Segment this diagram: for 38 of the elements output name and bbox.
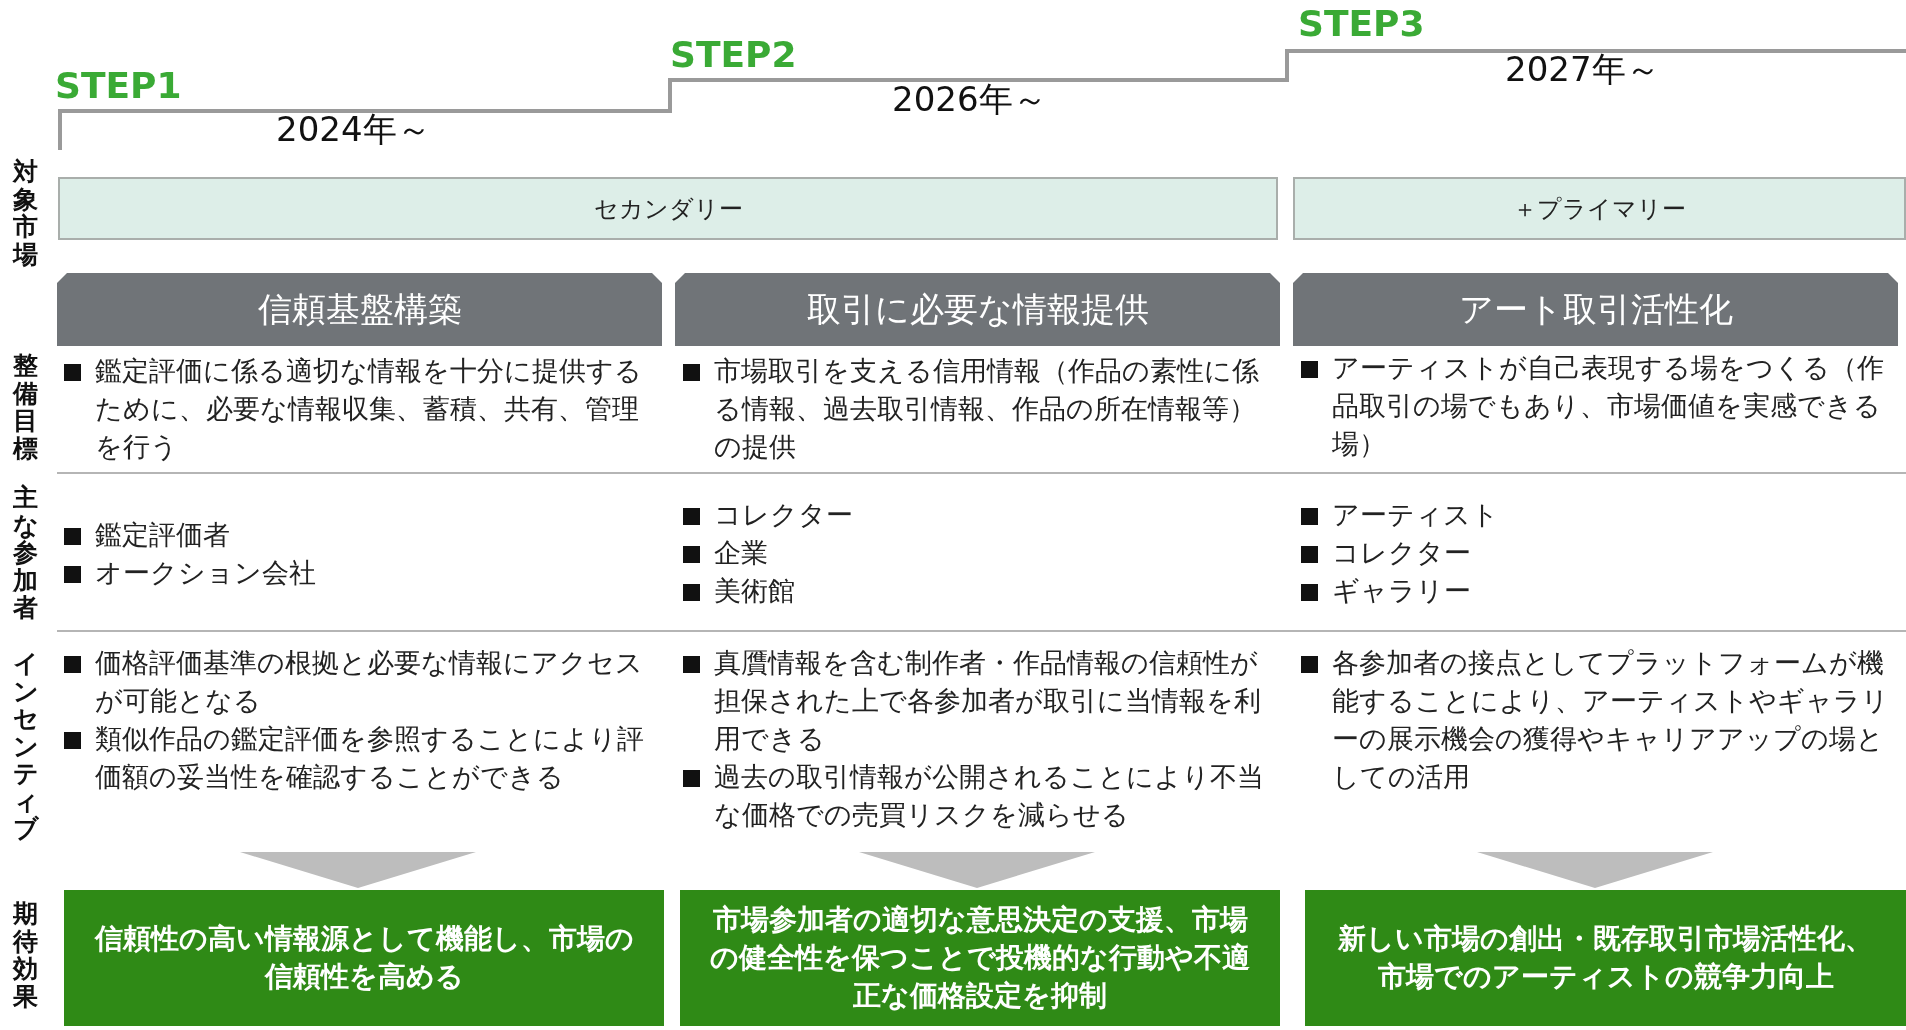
bullet-text: コレクター	[714, 498, 853, 532]
bullet-text: 鑑定評価者	[95, 518, 230, 552]
step-label: STEP2	[670, 37, 797, 73]
bullet-text: 価格評価基準の根拠と必要な情報にアクセスが可能となる	[95, 646, 644, 718]
phase-header: アート取引活性化	[1293, 273, 1898, 346]
outcome-box: 市場参加者の適切な意思決定の支援、市場の健全性を保つことで投機的な行動や不適正な価格設定を抑制	[680, 890, 1280, 1026]
bullet-text: 鑑定評価に係る適切な情報を十分に提供するために、必要な情報収集、蓄積、共有、管理を行う	[95, 354, 643, 464]
row-header: 整備目標	[13, 352, 38, 462]
chevron-arrow	[240, 852, 476, 888]
outcome-box: 新しい市場の創出・既存取引市場活性化、市場でのアーティストの競争力向上	[1305, 890, 1906, 1026]
bullet-text: アーティスト	[1332, 498, 1499, 532]
bullet-text: ギャラリー	[1332, 574, 1471, 608]
bullet-text: 美術館	[714, 574, 795, 608]
bullet-text: 市場取引を支える信用情報（作品の素性に係る情報、過去取引情報、作品の所在情報等）の提供	[714, 354, 1260, 464]
market-box: セカンダリー	[58, 177, 1278, 240]
row-header: インセンティブ	[13, 650, 38, 843]
bullet-text: コレクター	[1332, 536, 1471, 570]
step-label: STEP3	[1298, 6, 1425, 42]
chevron-arrow	[1477, 852, 1713, 888]
row-header: 主な参加者	[13, 484, 38, 622]
bullet-text: オークション会社	[95, 556, 316, 590]
phase-header: 取引に必要な情報提供	[675, 273, 1280, 346]
period-label: 2026年～	[892, 82, 1047, 116]
bullet-text: 各参加者の接点としてプラットフォームが機能することにより、アーティストやギャラリーの展示機会の獲得やキャリアアップの場としての活用	[1332, 646, 1890, 794]
period-label: 2024年～	[276, 112, 431, 146]
bullet-text: 過去の取引情報が公開されることにより不当な価格での売買リスクを減らせる	[714, 760, 1265, 832]
market-box: ＋プライマリー	[1293, 177, 1906, 240]
period-label: 2027年～	[1505, 52, 1660, 86]
step-label: STEP1	[55, 68, 182, 104]
outcome-box: 信頼性の高い情報源として機能し、市場の信頼性を高める	[64, 890, 664, 1026]
bullet-text: 企業	[714, 536, 768, 570]
bullet-text: 類似作品の鑑定評価を参照することにより評価額の妥当性を確認することができる	[95, 722, 645, 794]
chevron-arrow	[859, 852, 1095, 888]
bullet-text: アーティストが自己表現する場をつくる（作品取引の場でもあり、市場価値を実感できる場）	[1332, 351, 1885, 461]
bullet-text: 真贋情報を含む制作者・作品情報の信頼性が担保された上で各参加者が取引に当情報を利用できる	[714, 646, 1262, 756]
row-header: 期待効果	[13, 900, 38, 1010]
row-header: 対象市場	[13, 158, 38, 268]
phase-header: 信頼基盤構築	[57, 273, 662, 346]
